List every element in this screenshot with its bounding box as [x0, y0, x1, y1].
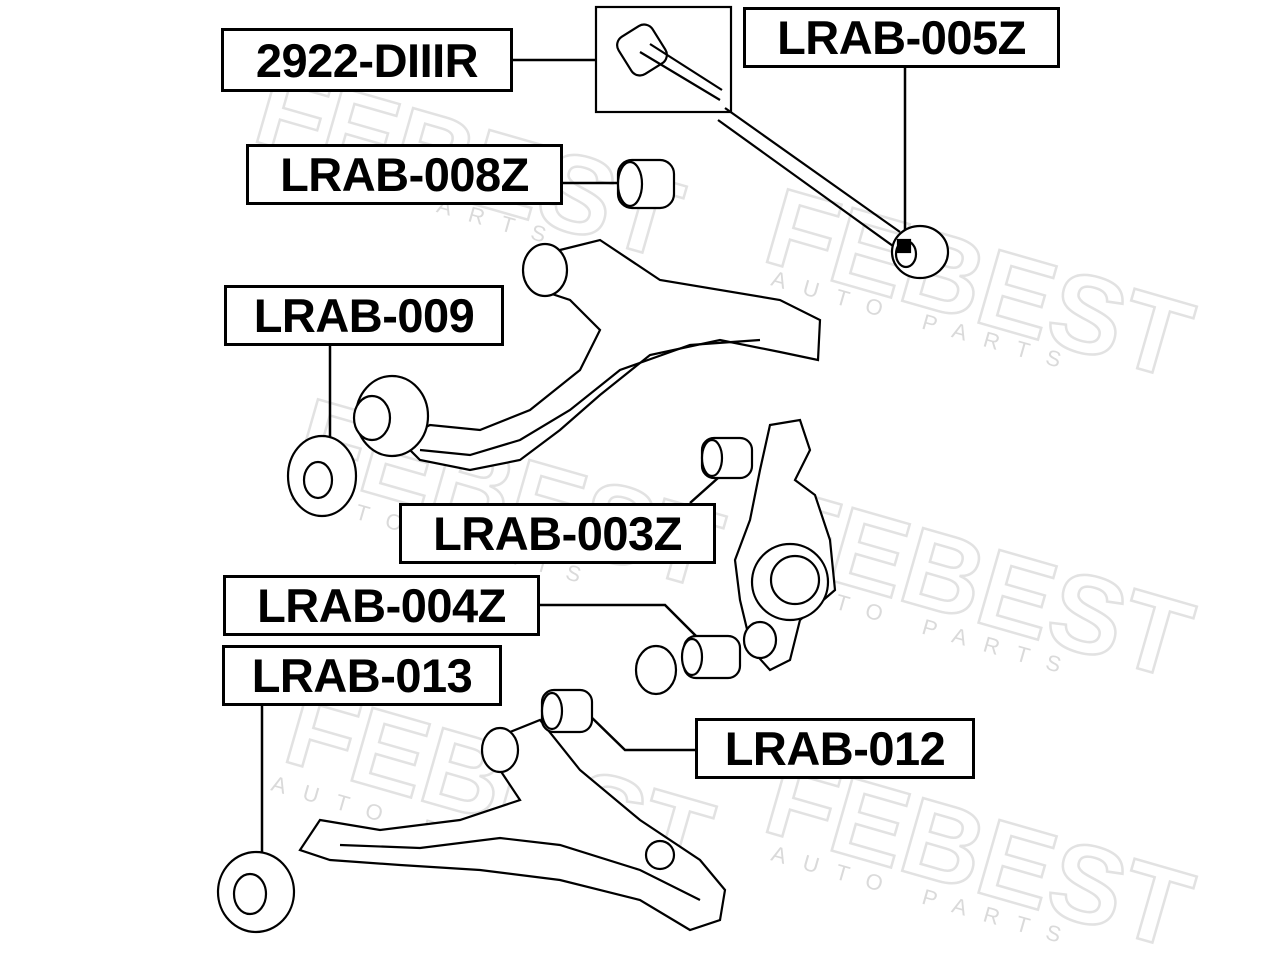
- tie-rod-shaft: [639, 51, 721, 101]
- lower-control-arm: [216, 688, 727, 934]
- label-lrab-005z: LRAB-005Z: [743, 7, 1060, 68]
- knuckle-lower-eye: [742, 620, 778, 660]
- bushing-013-inner: [232, 872, 268, 916]
- bushing-004z-face: [680, 637, 704, 677]
- label-lrab-004z: LRAB-004Z: [223, 575, 540, 636]
- tie-rod-shaft-edge: [649, 43, 723, 91]
- knuckle-assembly: [634, 418, 837, 696]
- label-lrab-003z: LRAB-003Z: [399, 503, 716, 564]
- bushing-003z-face: [700, 438, 724, 478]
- label-lrab-008z: LRAB-008Z: [246, 144, 563, 205]
- label-lrab-012: LRAB-012: [695, 718, 975, 779]
- bushing-012-face: [540, 691, 564, 731]
- upper-arm-rib: [419, 338, 761, 457]
- leader-lrab-003z: [689, 477, 719, 504]
- bushing-004z-ring: [634, 644, 678, 696]
- lower-arm-body: [298, 718, 727, 932]
- lower-arm-eye: [480, 726, 520, 774]
- upper-control-arm: [286, 158, 822, 518]
- bushing-008z-face: [616, 160, 644, 208]
- knuckle-hub-inner: [769, 554, 821, 606]
- label-lrab-009: LRAB-009: [224, 285, 504, 346]
- label-tie-rod: 2922-DIIIR: [221, 28, 513, 92]
- label-lrab-013: LRAB-013: [222, 645, 502, 706]
- bushing-005z-marker: [896, 238, 912, 254]
- lower-arm-mount: [644, 839, 676, 871]
- leader-lrab-004z: [540, 603, 701, 641]
- upper-arm-eye: [521, 242, 569, 298]
- bushing-009-inner: [352, 394, 392, 442]
- leader-lrab-012: [585, 711, 698, 752]
- arm-link-upper: [724, 107, 901, 233]
- tie-rod-boot: [616, 23, 668, 77]
- lower-arm-rib: [339, 836, 701, 901]
- tie-rod-assembly: [594, 5, 950, 280]
- arm-link-lower: [717, 119, 894, 247]
- leader-lines: [260, 58, 907, 860]
- bushing-009-lower-inner: [302, 460, 334, 500]
- upper-arm-body: [398, 238, 822, 472]
